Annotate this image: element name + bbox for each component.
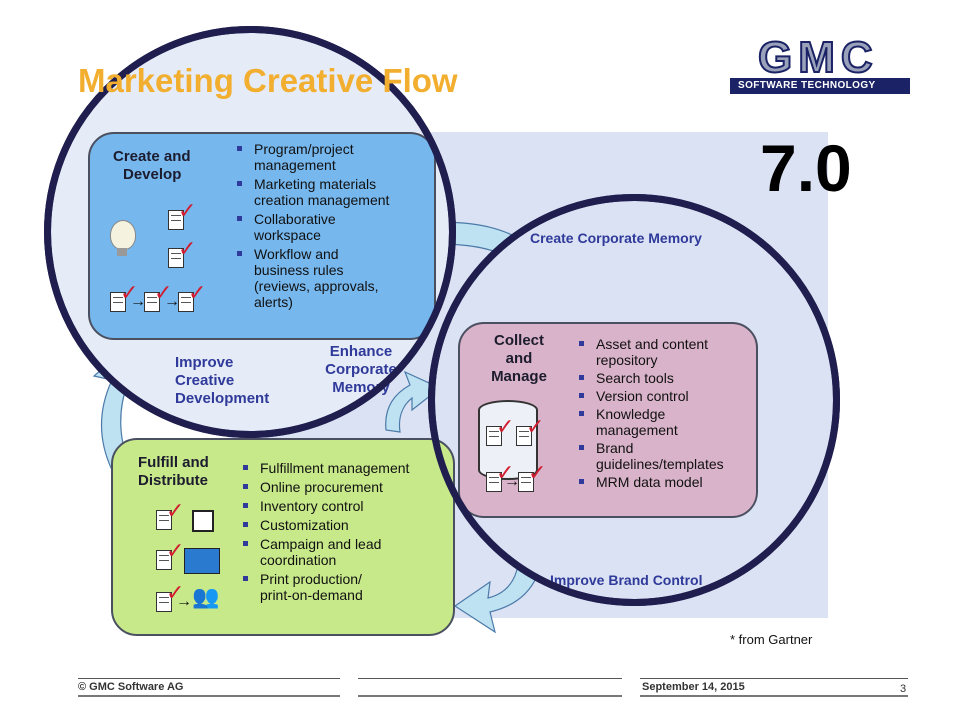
list-item: Knowledge management <box>576 406 756 438</box>
list-item: Search tools <box>576 370 756 386</box>
checkmark-icon: ✓ <box>496 460 515 485</box>
checkmark-icon: ✓ <box>154 280 173 305</box>
list-item: Workflow and business rules (reviews, ap… <box>234 246 434 310</box>
document-icon <box>486 426 502 446</box>
label-create-corporate-memory: Create Corporate Memory <box>530 230 702 246</box>
arrow-right-icon: → <box>176 593 192 610</box>
document-icon <box>110 292 126 312</box>
fulfill-heading-line-2: Distribute <box>138 472 209 489</box>
checkmark-icon: ✓ <box>528 460 547 485</box>
footer-rule <box>78 695 340 697</box>
collect-heading-line-2: and <box>505 350 533 367</box>
checkmark-icon: ✓ <box>166 538 185 563</box>
footer-rule <box>640 678 908 679</box>
source-note: * from Gartner <box>730 632 813 647</box>
checkmark-icon: ✓ <box>178 236 197 261</box>
label-improve-brand-control: Improve Brand Control <box>550 572 703 588</box>
arrow-right-icon: → <box>504 473 520 490</box>
page-title: Marketing Creative Flow <box>78 62 458 99</box>
footer-copyright: © GMC Software AG <box>78 681 184 693</box>
collect-manage-box <box>458 322 758 518</box>
database-icon <box>478 400 538 480</box>
list-item: Online procurement <box>240 479 450 495</box>
footer-rule <box>78 678 340 679</box>
document-icon <box>178 292 194 312</box>
checkmark-icon: ✓ <box>188 280 207 305</box>
list-item: Brand guidelines/templates <box>576 440 756 472</box>
lightbulb-icon <box>110 220 136 250</box>
collect-manage-heading: Collect and Manage <box>484 332 554 386</box>
gmc-logo: GMC SOFTWARE TECHNOLOGY <box>730 33 922 96</box>
checkmark-icon: ✓ <box>166 498 185 523</box>
list-item: Print production/ print-on-demand <box>240 571 450 603</box>
list-item: Version control <box>576 388 756 404</box>
list-item: Asset and content repository <box>576 336 756 368</box>
document-icon <box>516 426 532 446</box>
list-item: Collaborative workspace <box>234 211 434 243</box>
list-item: Customization <box>240 517 450 533</box>
footer-date: September 14, 2015 <box>642 681 745 693</box>
logo-subtitle: SOFTWARE TECHNOLOGY <box>738 80 876 91</box>
arrow-right-icon: → <box>130 293 146 310</box>
flow-arrow-enhance-memory <box>385 370 442 433</box>
document-icon <box>156 550 172 570</box>
checkmark-icon: ✓ <box>526 414 545 439</box>
create-heading-line-2: Develop <box>123 166 182 183</box>
fulfill-heading-line-1: Fulfill and <box>138 454 209 471</box>
document-icon <box>486 472 502 492</box>
enhance-corporate-line-2: Corporate <box>325 361 397 378</box>
arrow-right-icon: → <box>164 293 180 310</box>
create-develop-heading: Create and Develop <box>113 148 191 184</box>
list-item: Fulfillment management <box>240 460 450 476</box>
enhance-corporate-line-3: Memory <box>332 379 390 396</box>
list-item: MRM data model <box>576 474 756 490</box>
footer-rule <box>640 695 908 697</box>
create-develop-icons: ✓ ✓ ✓ → ✓ → ✓ <box>100 196 220 326</box>
document-icon <box>144 292 160 312</box>
page-number: 3 <box>900 683 907 695</box>
document-icon <box>168 248 184 268</box>
collect-manage-list: Asset and content repository Search tool… <box>576 336 756 492</box>
improve-creative-line-1: Improve <box>175 354 234 371</box>
fulfill-distribute-icons: ✓ ✓ ✓ → 👥 <box>150 500 240 620</box>
document-icon <box>518 472 534 492</box>
document-icon <box>156 592 172 612</box>
collect-manage-icons: ✓ ✓ ✓ → ✓ <box>476 396 556 506</box>
world-map-icon <box>184 548 220 574</box>
list-item: Campaign and lead coordination <box>240 536 450 568</box>
collect-heading-line-3: Manage <box>491 368 547 385</box>
label-enhance-corporate-memory: Enhance Corporate Memory <box>306 343 416 397</box>
checkmark-icon: ✓ <box>166 580 185 605</box>
logo-letters: GMC <box>757 33 879 82</box>
people-icon: 👥 <box>192 584 220 609</box>
lightbulb-base-icon <box>117 248 127 256</box>
logo-bar <box>730 78 910 94</box>
checkmark-icon: ✓ <box>496 414 515 439</box>
improve-creative-line-2: Creative <box>175 372 235 389</box>
create-heading-line-1: Create and <box>113 148 191 165</box>
fulfill-distribute-heading: Fulfill and Distribute <box>138 454 209 490</box>
checkmark-icon: ✓ <box>120 280 139 305</box>
footer-rule <box>358 678 622 679</box>
list-item: Program/project management <box>234 141 434 173</box>
label-improve-creative-development: Improve Creative Development <box>175 354 269 408</box>
list-item: Marketing materials creation management <box>234 176 434 208</box>
footer-rule <box>358 695 622 697</box>
box-icon <box>192 510 214 532</box>
version-number: 7.0 <box>760 131 852 205</box>
document-icon <box>156 510 172 530</box>
list-item: Inventory control <box>240 498 450 514</box>
improve-creative-line-3: Development <box>175 390 270 407</box>
fulfill-distribute-list: Fulfillment management Online procuremen… <box>240 460 450 606</box>
document-icon <box>168 210 184 230</box>
enhance-corporate-line-1: Enhance <box>329 343 393 360</box>
checkmark-icon: ✓ <box>178 198 197 223</box>
create-develop-list: Program/project management Marketing mat… <box>234 141 434 313</box>
collect-heading-line-1: Collect <box>493 332 544 349</box>
